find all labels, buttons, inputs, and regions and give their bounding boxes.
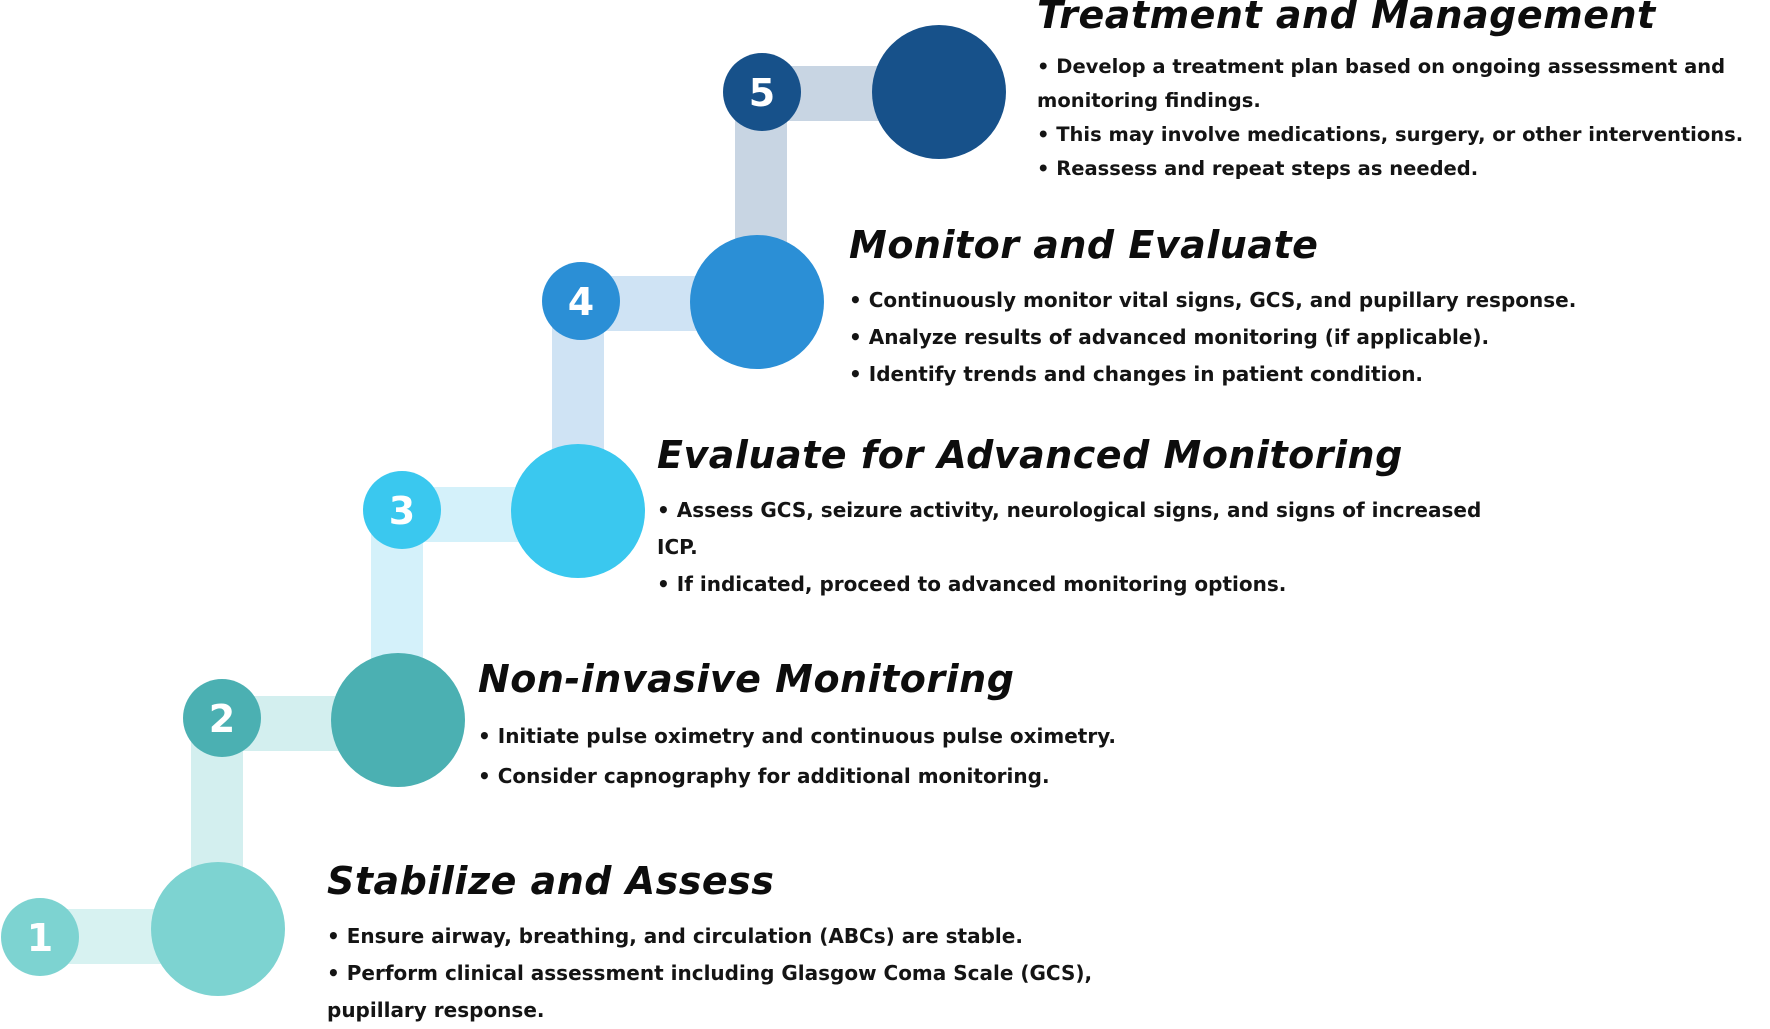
step-1-title: Stabilize and Assess xyxy=(327,859,775,903)
step-2-text-block: Non-invasive Monitoring • Initiate pulse… xyxy=(478,656,1338,796)
step-2-bullet: • Initiate pulse oximetry and continuous… xyxy=(478,724,1116,748)
step-4-badge xyxy=(542,262,620,340)
step-5-circle xyxy=(872,25,1006,159)
step-3-circle xyxy=(511,444,645,578)
step-3-title: Evaluate for Advanced Monitoring xyxy=(657,433,1403,477)
step-circles xyxy=(151,25,1006,996)
step-2-number: 2 xyxy=(209,697,235,741)
step-3-badge xyxy=(363,471,441,549)
step-5-badge xyxy=(723,53,801,131)
step-4-number: 4 xyxy=(568,280,594,324)
step-2-bullets: • Initiate pulse oximetry and continuous… xyxy=(478,716,1338,796)
step-4-bullet: • Identify trends and changes in patient… xyxy=(849,362,1424,386)
step-5-bullet: • Reassess and repeat steps as needed. xyxy=(1037,157,1479,180)
step-3-number: 3 xyxy=(389,489,415,533)
step-1-badge xyxy=(1,898,79,976)
step-4-title: Monitor and Evaluate xyxy=(849,223,1319,267)
step-1-bullets: • Ensure airway, breathing, and circulat… xyxy=(327,918,1187,1029)
step-1-text-block: Stabilize and Assess • Ensure airway, br… xyxy=(327,858,1187,1029)
step-3-bullets: • Assess GCS, seizure activity, neurolog… xyxy=(657,492,1517,603)
step-1-bullet: • Perform clinical assessment including … xyxy=(327,961,1093,1022)
step-2-bullet: • Consider capnography for additional mo… xyxy=(478,764,1050,788)
step-4-bullets: • Continuously monitor vital signs, GCS,… xyxy=(849,282,1709,393)
step-2-badge xyxy=(183,679,261,757)
step-4-bullet: • Continuously monitor vital signs, GCS,… xyxy=(849,288,1577,312)
step-5-bullets: • Develop a treatment plan based on ongo… xyxy=(1037,50,1767,186)
step-5-number: 5 xyxy=(749,71,775,115)
step-number-badges: 1 2 3 4 5 xyxy=(1,53,801,976)
step-4-circle xyxy=(690,235,824,369)
step-3-bullet: • If indicated, proceed to advanced moni… xyxy=(657,572,1287,596)
step-5-text-block: Treatment and Management • Develop a tre… xyxy=(1037,0,1767,186)
step-2-title: Non-invasive Monitoring xyxy=(478,657,1015,701)
step-5-bullet: • This may involve medications, surgery,… xyxy=(1037,123,1744,146)
step-3-bullet: • Assess GCS, seizure activity, neurolog… xyxy=(657,498,1482,559)
step-2-circle xyxy=(331,653,465,787)
step-4-bullet: • Analyze results of advanced monitoring… xyxy=(849,325,1490,349)
step-1-bullet: • Ensure airway, breathing, and circulat… xyxy=(327,924,1023,948)
step-5-bullet: • Develop a treatment plan based on ongo… xyxy=(1037,55,1726,112)
step-1-circle xyxy=(151,862,285,996)
step-4-text-block: Monitor and Evaluate • Continuously moni… xyxy=(849,222,1709,393)
step-1-number: 1 xyxy=(27,916,53,960)
step-5-title: Treatment and Management xyxy=(1037,0,1656,37)
step-3-text-block: Evaluate for Advanced Monitoring • Asses… xyxy=(657,432,1517,603)
